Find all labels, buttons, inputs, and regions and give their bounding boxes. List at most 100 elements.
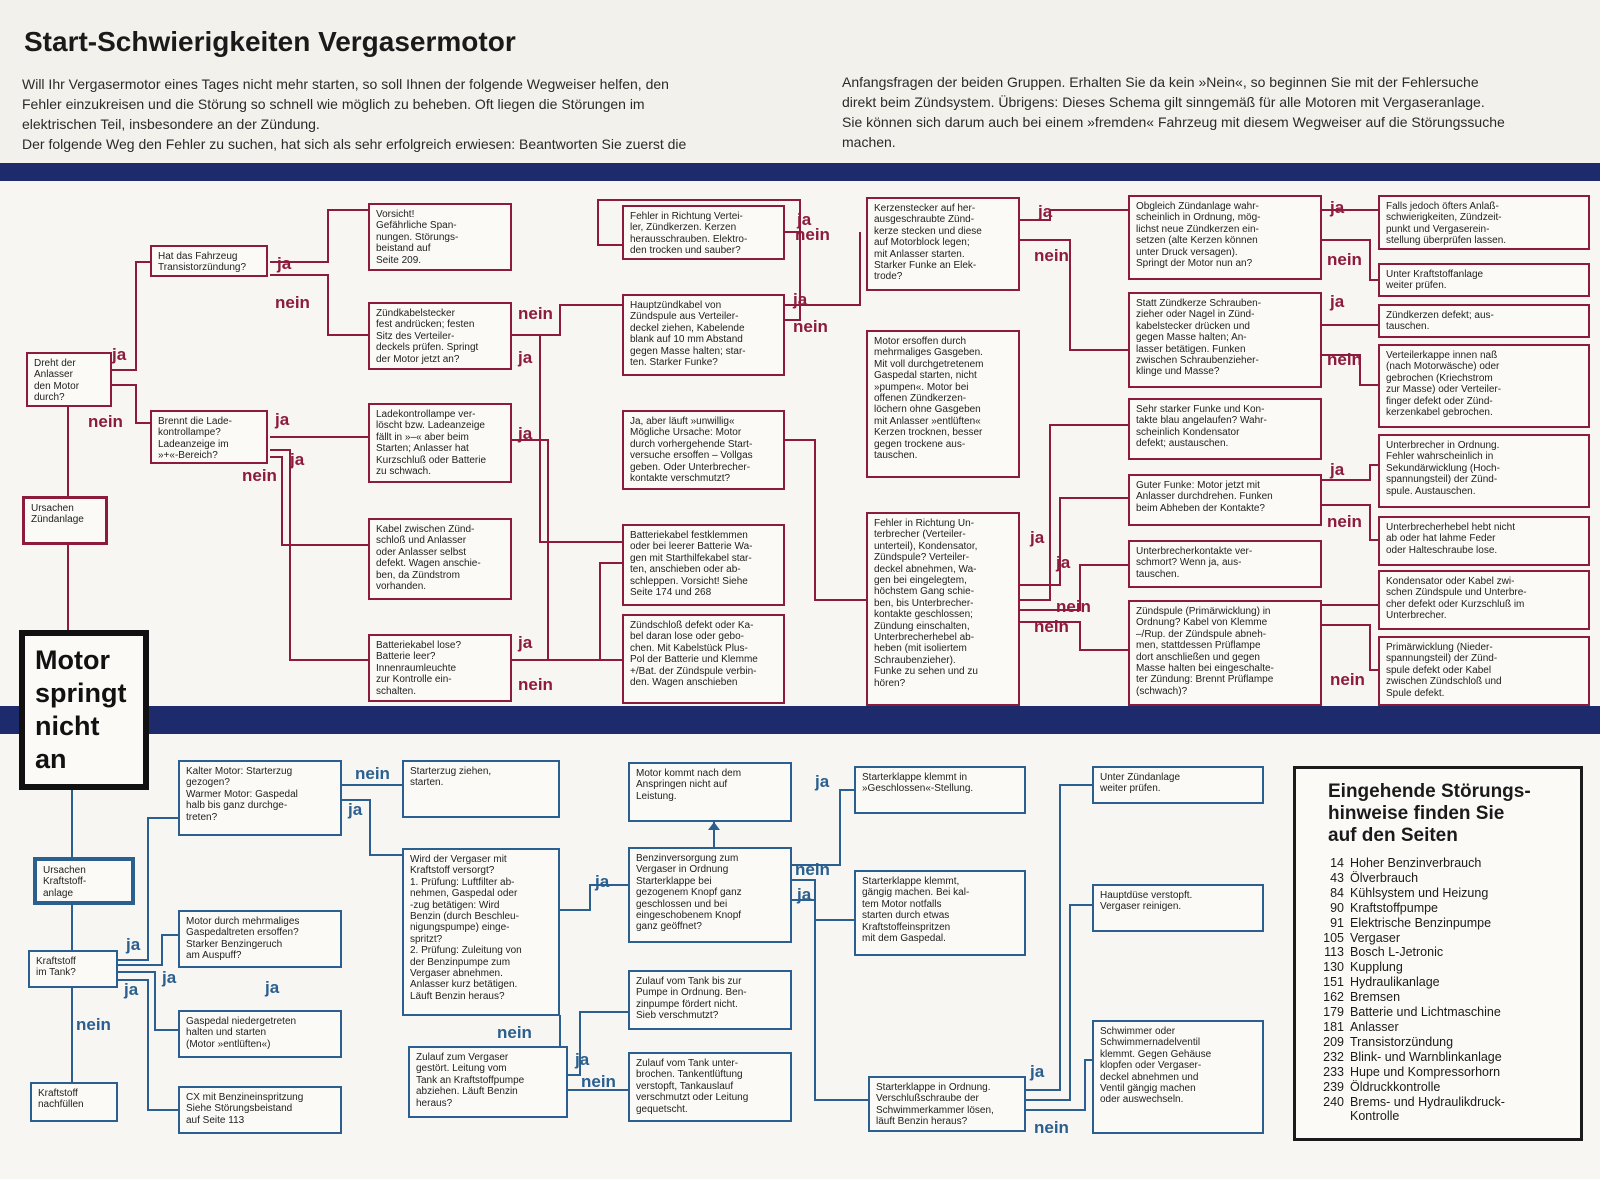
label-ja: ja <box>518 633 533 652</box>
page-topic: Kontrolle <box>1350 1109 1400 1124</box>
label-ja: ja <box>518 424 533 443</box>
page-number: 240 <box>1323 1094 1344 1109</box>
label-nein: nein <box>275 293 310 312</box>
page-number <box>1314 1109 1350 1124</box>
label-nein: nein <box>793 317 828 336</box>
intro-line: Will Ihr Vergasermotor eines Tages nicht… <box>22 76 669 92</box>
page-topic: Transistorzündung <box>1350 1034 1454 1049</box>
page-topic: Kraftstoffpumpe <box>1350 900 1439 915</box>
label-nein: nein <box>1327 250 1362 269</box>
q-anlasser-dreht-box: Dreht der Anlasser den Motor durch? <box>26 352 112 407</box>
label-ja: ja <box>277 254 292 273</box>
label-nein: nein <box>497 1023 532 1042</box>
label-ja: ja <box>797 210 812 229</box>
label-ja: ja <box>1056 553 1071 572</box>
page-topic: Hydraulikanlage <box>1350 975 1440 990</box>
label-nein: nein <box>581 1072 616 1091</box>
unwillig-box: Ja, aber läuft »unwillig« Mögliche Ursac… <box>622 410 785 490</box>
q-starterklappe-ok-box: Starterklappe in Ordnung. Verschlußschra… <box>868 1076 1026 1132</box>
page-index-title: Eingehende Störungs- hinweise finden Sie… <box>1328 781 1531 846</box>
page-topic: Blink- und Warnblinkanlage <box>1350 1049 1502 1064</box>
label-nein: nein <box>518 304 553 323</box>
cause-fuel-box: Ursachen Kraftstoff- anlage <box>33 857 135 905</box>
q-batteriekabel-box: Batteriekabel lose? Batterie leer? Innen… <box>368 634 512 702</box>
q-zulauf-gestoert-box: Zulauf zum Vergaser gestört. Leitung vom… <box>408 1046 568 1118</box>
label-ja: ja <box>162 968 177 987</box>
unterbrecher-ok-box: Unterbrecher in Ordnung. Fehler wahrsche… <box>1378 434 1590 508</box>
label-nein: nein <box>1034 1118 1069 1137</box>
q-mehrmaliges-gaspedal-box: Motor durch mehrmaliges Gaspedaltreten e… <box>178 910 342 968</box>
unter-kraftstoff-box: Unter Kraftstoffanlage weiter prüfen. <box>1378 263 1590 297</box>
cx-einspritzung-box: CX mit Benzineinspritzung Siehe Störungs… <box>178 1086 342 1134</box>
page-index-box: Eingehende Störungs- hinweise finden Sie… <box>1293 766 1583 1141</box>
q-fehler-kerzen-box: Fehler in Richtung Vertei- ler, Zündkerz… <box>622 205 785 260</box>
label-ja: ja <box>126 935 141 954</box>
main-problem-box: Motor springt nicht an <box>19 630 149 790</box>
q-zuendspule-box: Zündspule (Primärwicklung) in Ordnung? K… <box>1128 600 1322 706</box>
q-fehler-unterbrecher-box: Fehler in Richtung Un- terbrecher (Verte… <box>866 512 1020 706</box>
zuendkerzen-defekt-box: Zündkerzen defekt; aus- tauschen. <box>1378 304 1590 338</box>
label-ja: ja <box>797 885 812 904</box>
q-hauptzuendkabel-box: Hauptzündkabel von Zündspule aus Verteil… <box>622 294 785 376</box>
intro-line: elektrischen Teil, insbesondere an der Z… <box>22 116 320 132</box>
page-number: 43 <box>1330 870 1344 885</box>
q-kalter-motor-box: Kalter Motor: Starterzug gezogen? Warmer… <box>178 760 342 836</box>
q-kraftstoff-tank-box: Kraftstoff im Tank? <box>28 950 118 988</box>
page-topic: Anlasser <box>1350 1019 1399 1034</box>
label-ja: ja <box>815 772 830 791</box>
intro-line: Fehler einzukreisen und die Störung so s… <box>22 96 645 112</box>
page-index-row: 181 Anlasser <box>1314 1020 1574 1035</box>
q-vergaser-versorgt-box: Wird der Vergaser mit Kraftstoff versorg… <box>402 848 560 1016</box>
starterklappe-klemmt-box: Starterklappe klemmt in »Geschlossen«-St… <box>854 766 1026 814</box>
label-nein: nein <box>76 1015 111 1034</box>
label-ja: ja <box>1030 528 1045 547</box>
page-title: Start-Schwierigkeiten Vergasermotor <box>24 26 516 57</box>
intro-line: machen. <box>842 134 896 150</box>
label-nein: nein <box>795 225 830 244</box>
page-index-row: 43 Ölverbrauch <box>1314 871 1574 886</box>
intro-line: Sie können sich darum auch bei einem »fr… <box>842 114 1505 130</box>
label-ja: ja <box>1330 460 1345 479</box>
label-ja: ja <box>518 348 533 367</box>
intro-line: Anfangsfragen der beiden Gruppen. Erhalt… <box>842 74 1479 90</box>
q-kerzenstecker-box: Kerzenstecker auf her- ausgeschraubte Zü… <box>866 197 1020 291</box>
page-index-row: Kontrolle <box>1314 1109 1574 1124</box>
schwimmer-box: Schwimmer oder Schwimmernadelventil klem… <box>1092 1020 1264 1134</box>
page-number: 113 <box>1324 945 1344 960</box>
intro-left: Will Ihr Vergasermotor eines Tages nicht… <box>22 74 742 154</box>
page-topic: Ölverbrauch <box>1350 870 1419 885</box>
zuendschloss-defekt-box: Zündschloß defekt oder Ka- bel daran los… <box>622 614 785 704</box>
label-ja: ja <box>275 410 290 429</box>
page-number: 105 <box>1323 930 1344 945</box>
label-nein: nein <box>795 860 830 879</box>
q-schraubenzieher-box: Statt Zündkerze Schrauben- zieher oder N… <box>1128 292 1322 388</box>
motor-kommt-nicht-box: Motor kommt nach dem Anspringen nicht au… <box>628 762 792 822</box>
label-nein: nein <box>518 675 553 694</box>
kraftstoff-nachfuellen-box: Kraftstoff nachfüllen <box>30 1082 118 1122</box>
zulauf-unterbrochen-box: Zulauf vom Tank unter- brochen. Tankentl… <box>628 1052 792 1122</box>
top-band <box>0 163 1600 181</box>
page-number: 130 <box>1323 960 1344 975</box>
intro-right: Anfangsfragen der beiden Gruppen. Erhalt… <box>842 72 1587 152</box>
page-topic: Kühlsystem und Heizung <box>1350 885 1489 900</box>
page-number: 181 <box>1323 1019 1344 1034</box>
zulauf-pumpe-box: Zulauf vom Tank bis zur Pumpe in Ordnung… <box>628 970 792 1030</box>
unter-zuendanlage-box: Unter Zündanlage weiter prüfen. <box>1092 766 1264 804</box>
page-topic: Batterie und Lichtmaschine <box>1350 1005 1501 1020</box>
page-number: 14 <box>1330 856 1344 870</box>
q-guter-funke-box: Guter Funke: Motor jetzt mit Anlasser du… <box>1128 474 1322 526</box>
unterbrecherhebel-box: Unterbrecherhebel hebt nicht ab oder hat… <box>1378 516 1590 566</box>
kondensator-box: Kondensator oder Kabel zwi- schen Zündsp… <box>1378 570 1590 630</box>
label-nein: nein <box>88 412 123 431</box>
